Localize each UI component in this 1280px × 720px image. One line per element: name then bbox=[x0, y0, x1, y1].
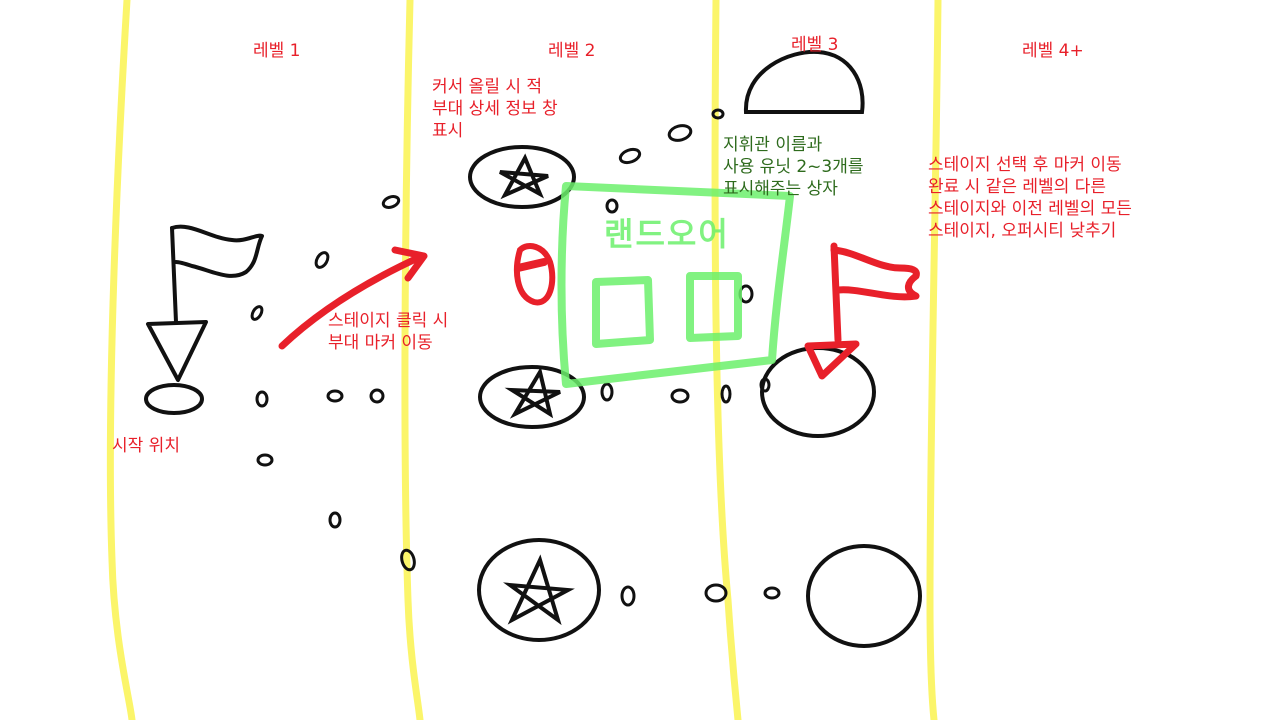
stage-node-level4[interactable] bbox=[806, 544, 922, 648]
note-after-move: 스테이지 선택 후 마커 이동 완료 시 같은 레벨의 다른 스테이지와 이전 … bbox=[928, 155, 1132, 241]
note-click-move: 스테이지 클릭 시 부대 마커 이동 bbox=[328, 311, 449, 353]
lane-divider-4 bbox=[926, 0, 942, 720]
note-hover-info: 커서 올릴 시 적 부대 상세 정보 창 표시 bbox=[432, 77, 558, 141]
path-dots bbox=[250, 108, 781, 607]
lane-divider-1 bbox=[106, 0, 136, 720]
commander-info-box bbox=[557, 182, 794, 388]
start-flag-icon bbox=[144, 224, 264, 415]
box-title: 랜드오어 bbox=[604, 215, 730, 253]
level-header-2: 레벨 2 bbox=[548, 41, 596, 61]
target-flag-icon bbox=[804, 242, 920, 380]
level-header-4: 레벨 4+ bbox=[1022, 41, 1084, 61]
stage-node-level3-top[interactable] bbox=[743, 49, 865, 114]
note-start-position: 시작 위치 bbox=[112, 436, 180, 456]
lane-dividers bbox=[106, 0, 942, 720]
stage-node-level2-top[interactable] bbox=[468, 145, 576, 209]
stage-node-level2-bottom[interactable] bbox=[477, 538, 601, 642]
lane-divider-2 bbox=[401, 0, 424, 720]
lane-divider-3 bbox=[711, 0, 742, 720]
stage-node-level2-middle[interactable] bbox=[478, 365, 586, 429]
note-commander-box: 지휘관 이름과 사용 유닛 2~3개를 표시해주는 상자 bbox=[723, 135, 864, 199]
level-header-1: 레벨 1 bbox=[253, 41, 301, 61]
move-arrow-icon bbox=[278, 246, 428, 350]
level-header-3: 레벨 3 bbox=[791, 35, 839, 55]
unit-marker-icon bbox=[513, 243, 556, 306]
